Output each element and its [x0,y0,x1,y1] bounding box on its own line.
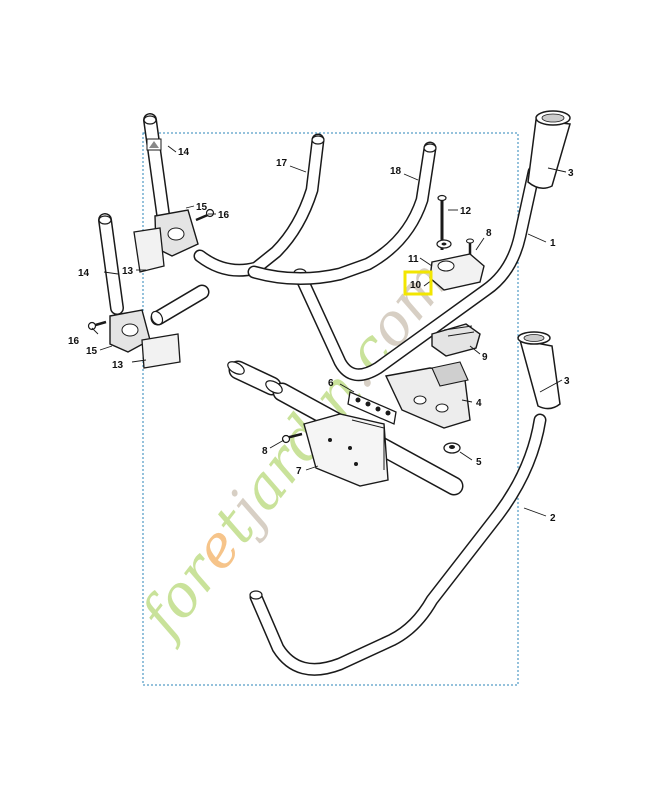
clamp-15-upper[interactable] [154,209,199,257]
bracket-4[interactable] [384,361,471,429]
label-part-11[interactable]: 11 [408,254,419,265]
tube-18[interactable] [247,141,437,285]
label-part-4[interactable]: 4 [476,398,482,409]
label-part-1[interactable]: 1 [550,238,556,249]
part-labels: 3 1 3 2 4 5 6 7 8 8 9 10 11 12 13 13 14 … [68,147,574,524]
label-part-9[interactable]: 9 [482,352,488,363]
tube-14-lower[interactable] [98,213,124,315]
clamp-11[interactable] [429,253,485,291]
washer[interactable] [436,239,452,249]
label-part-10[interactable]: 10 [410,280,422,291]
label-part-12[interactable]: 12 [460,206,472,217]
warning-icon [146,138,162,151]
label-part-15a[interactable]: 15 [196,202,208,213]
label-part-2[interactable]: 2 [550,513,556,524]
screw-16-lower[interactable] [87,320,107,331]
label-part-14b[interactable]: 14 [78,268,90,279]
label-part-5[interactable]: 5 [476,457,482,468]
label-part-3a[interactable]: 3 [568,168,574,179]
label-part-13b[interactable]: 13 [112,360,124,371]
grip-3-upper[interactable] [527,110,571,189]
screw-16-upper[interactable] [195,208,215,222]
clamp-9[interactable] [431,323,481,357]
label-part-14a[interactable]: 14 [178,147,190,158]
label-part-15b[interactable]: 15 [86,346,98,357]
tube-14-upper[interactable] [143,113,170,221]
connector-tube[interactable] [149,284,210,327]
clamp-cover-13-upper[interactable] [133,227,165,273]
highlight-box [403,270,433,296]
grip-3-lower[interactable] [517,331,561,410]
assembly-frame [142,132,519,686]
handlebar-2[interactable] [249,413,547,676]
label-part-16b[interactable]: 16 [68,336,80,347]
plate-6[interactable] [347,391,397,425]
label-part-8a[interactable]: 8 [486,228,492,239]
tube-17[interactable] [193,133,325,277]
nut-5[interactable] [443,442,461,454]
label-part-16a[interactable]: 16 [218,210,230,221]
label-part-18[interactable]: 18 [390,166,402,177]
label-part-13a[interactable]: 13 [122,266,134,277]
label-part-7[interactable]: 7 [296,466,302,477]
label-part-3b[interactable]: 3 [564,376,570,387]
clamp-15-lower[interactable] [109,309,151,353]
bracket-7[interactable] [303,413,389,487]
screw-8-lower[interactable] [281,432,303,444]
label-part-17[interactable]: 17 [276,158,288,169]
clamp-cover-13-lower[interactable] [141,333,181,369]
label-part-8b[interactable]: 8 [262,446,268,457]
leader-lines [91,145,567,517]
label-part-6[interactable]: 6 [328,378,334,389]
